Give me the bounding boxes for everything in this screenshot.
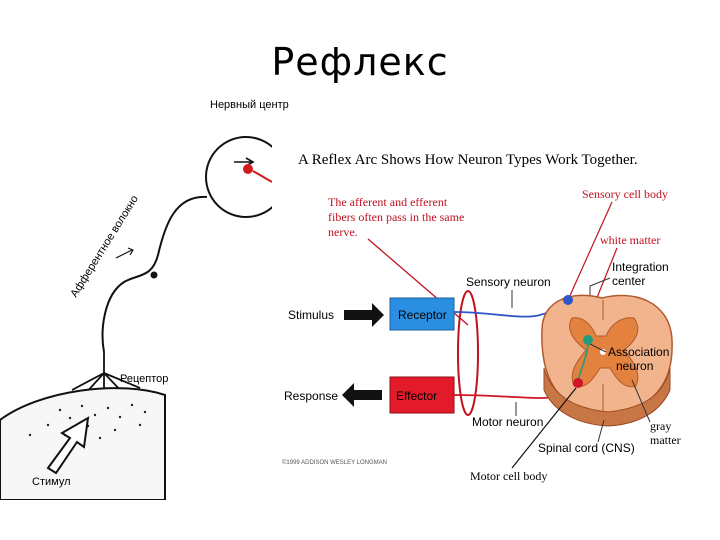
note-fibers-line-2: fibers often pass in the same xyxy=(328,210,464,224)
sensory-neuron-label: Sensory neuron xyxy=(466,275,551,289)
association-neuron-line-2: neuron xyxy=(616,359,653,373)
copyright-text: ©1999 ADDISON WESLEY LONGMAN xyxy=(282,459,387,466)
motor-neuron-label: Motor neuron xyxy=(472,415,543,429)
response-arrow xyxy=(342,383,382,407)
russian-reflex-diagram: Нервный центр Афферентное волокно Рецепт… xyxy=(0,99,289,500)
receptor-box xyxy=(389,297,455,331)
sensory-cell-body-dot xyxy=(563,295,573,305)
nerve-bundle-ellipse xyxy=(457,290,479,416)
figure-heading: A Reflex Arc Shows How Neuron Types Work… xyxy=(298,152,638,168)
afferent-fiber xyxy=(101,195,208,353)
english-reflex-arc-diagram: A Reflex Arc Shows How Neuron Types Work… xyxy=(272,140,720,483)
stimulus-label: Стимул xyxy=(32,476,71,488)
integration-center-line-2: center xyxy=(612,274,645,288)
association-neuron-line-1: Association xyxy=(608,345,669,359)
nerve-center-label: Нервный центр xyxy=(210,99,289,111)
stimulus-label: Stimulus xyxy=(288,308,334,322)
receptor-label: Рецептор xyxy=(120,373,168,385)
nerve-center-neuron xyxy=(243,164,253,174)
stimulus-arrow xyxy=(344,303,384,327)
effector-box xyxy=(389,376,455,414)
note-fibers-line-3: nerve. xyxy=(328,225,358,239)
integration-center-line-1: Integration xyxy=(612,260,669,274)
association-neuron-dot xyxy=(583,335,593,345)
sensory-cell-body-label: Sensory cell body xyxy=(582,187,668,201)
effector-label: Effector xyxy=(396,389,437,403)
note-fibers-line-1: The afferent and efferent xyxy=(328,195,448,209)
spinal-cord-label: Spinal cord (CNS) xyxy=(538,441,635,455)
response-label: Response xyxy=(284,389,338,403)
gray-matter-line-1: gray xyxy=(650,419,671,433)
receptor-label: Receptor xyxy=(398,308,447,322)
receptor-branches xyxy=(71,352,141,396)
motor-cell-body-dot xyxy=(573,378,583,388)
slide-title: Рефлекс xyxy=(271,40,449,84)
afferent-fiber-label: Афферентное волокно xyxy=(68,193,141,299)
white-matter-label: white matter xyxy=(600,233,660,247)
gray-matter-line-2: matter xyxy=(650,433,681,447)
motor-cell-body-label: Motor cell body xyxy=(470,469,547,483)
stimulus-arrow xyxy=(46,416,90,475)
